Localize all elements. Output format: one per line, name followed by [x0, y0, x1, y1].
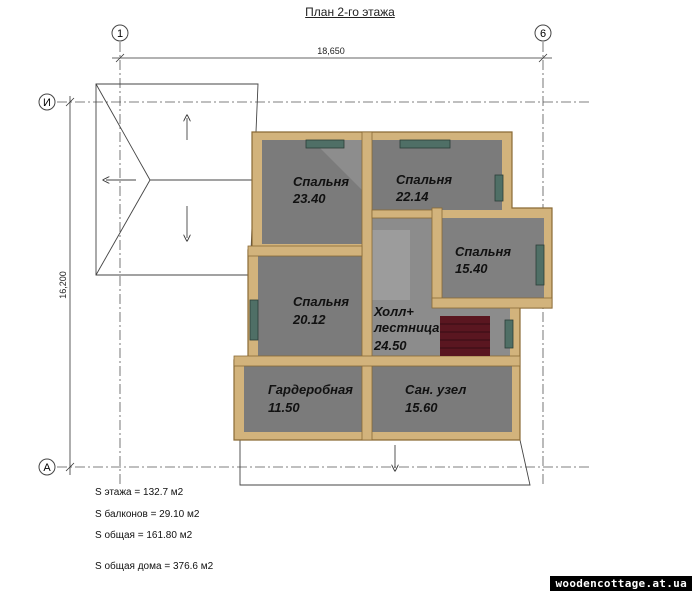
svg-text:23.40: 23.40 — [292, 191, 326, 206]
svg-text:Холл+: Холл+ — [373, 304, 414, 319]
house-total-area-stat: S общая дома = 376.6 м2 — [95, 561, 214, 572]
axis-marker-6: 6 — [534, 24, 552, 42]
balcony-area-stat: S балконов = 29.10 м2 — [95, 509, 200, 520]
dimension-lines — [65, 53, 552, 475]
axis-marker-1: 1 — [111, 24, 129, 42]
watermark: woodencottage.at.ua — [550, 576, 692, 591]
room-bathroom: Сан. узел 15.60 — [405, 382, 466, 415]
room-bedroom-3: Спальня 15.40 — [455, 244, 511, 276]
svg-text:лестница: лестница — [373, 320, 439, 335]
svg-text:15.60: 15.60 — [405, 400, 438, 415]
svg-text:Спальня: Спальня — [396, 172, 452, 187]
bottom-roof-outline — [239, 439, 531, 486]
windows — [249, 139, 545, 349]
interior-walls — [233, 131, 553, 441]
room-bedroom-4: Спальня 20.12 — [292, 294, 349, 327]
axis-marker-i: И — [38, 93, 56, 111]
staircase — [440, 316, 490, 356]
svg-text:11.50: 11.50 — [268, 400, 300, 415]
svg-text:Сан. узел: Сан. узел — [405, 382, 466, 397]
svg-text:24.50: 24.50 — [373, 338, 407, 353]
svg-text:А: А — [43, 462, 51, 474]
svg-text:Гардеробная: Гардеробная — [268, 382, 353, 397]
floor-area-stat: S этажа = 132.7 м2 — [95, 487, 184, 498]
svg-text:15.40: 15.40 — [455, 261, 488, 276]
room-hall-stairs: Холл+ лестница 24.50 — [373, 304, 439, 353]
axis-marker-a: А — [38, 458, 56, 476]
svg-text:Спальня: Спальня — [293, 174, 349, 189]
room-floors — [244, 140, 544, 432]
svg-text:22.14: 22.14 — [395, 189, 429, 204]
height-dimension: 16,200 — [58, 271, 68, 299]
svg-text:И: И — [43, 97, 51, 109]
svg-text:1: 1 — [117, 28, 123, 40]
svg-text:Спальня: Спальня — [293, 294, 349, 309]
room-bedroom-1: Спальня 23.40 — [292, 174, 349, 206]
width-dimension: 18,650 — [317, 46, 345, 56]
svg-text:6: 6 — [540, 28, 546, 40]
total-area-stat: S общая = 161.80 м2 — [95, 530, 193, 541]
room-wardrobe: Гардеробная 11.50 — [268, 382, 353, 415]
svg-text:Спальня: Спальня — [455, 244, 511, 259]
plan-title: План 2-го этажа — [305, 5, 395, 19]
room-bedroom-2: Спальня 22.14 — [395, 172, 452, 204]
svg-text:20.12: 20.12 — [292, 312, 326, 327]
